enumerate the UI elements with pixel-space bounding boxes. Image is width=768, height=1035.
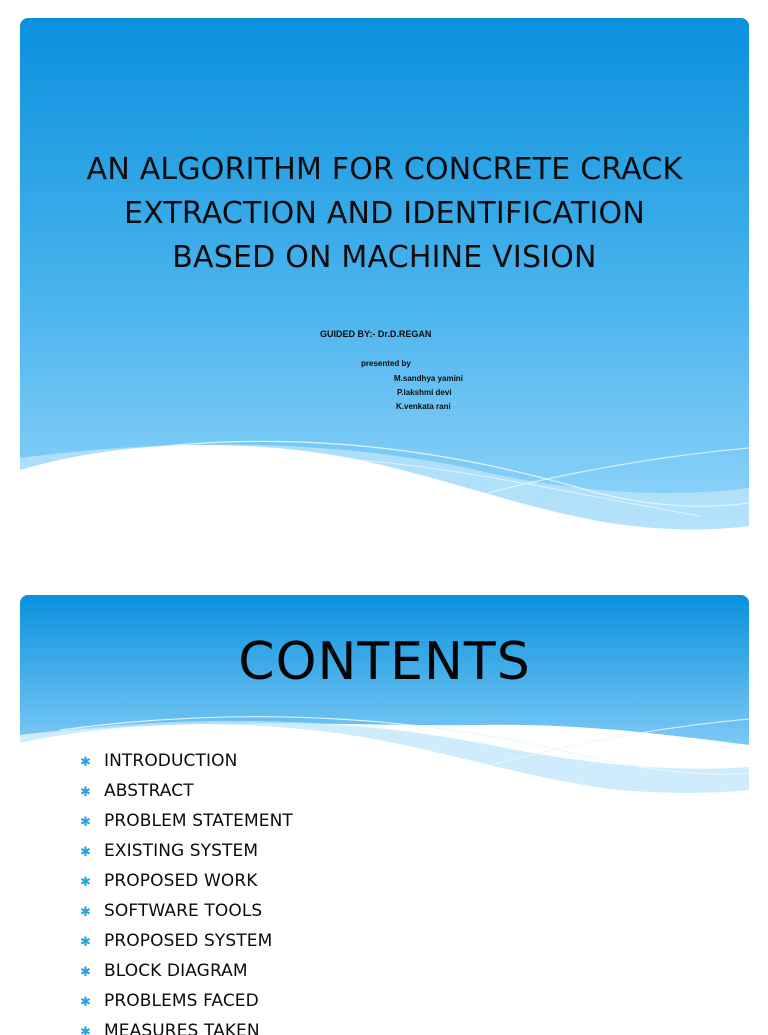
list-item-label: PROBLEMS FACED (104, 991, 259, 1011)
contents-slide: CONTENTS ✱INTRODUCTION ✱ABSTRACT ✱PROBLE… (20, 595, 749, 1035)
presenter-name: P.lakshmi devi (397, 388, 452, 397)
asterisk-bullet-icon: ✱ (80, 1025, 104, 1035)
contents-list: ✱INTRODUCTION ✱ABSTRACT ✱PROBLEM STATEME… (80, 746, 293, 1035)
list-item: ✱INTRODUCTION (80, 746, 293, 776)
list-item-label: MEASURES TAKEN (104, 1021, 260, 1035)
list-item: ✱BLOCK DIAGRAM (80, 956, 293, 986)
list-item-label: PROBLEM STATEMENT (104, 811, 293, 831)
list-item-label: INTRODUCTION (104, 751, 237, 771)
list-item: ✱PROPOSED SYSTEM (80, 926, 293, 956)
asterisk-bullet-icon: ✱ (80, 905, 104, 918)
asterisk-bullet-icon: ✱ (80, 935, 104, 948)
asterisk-bullet-icon: ✱ (80, 965, 104, 978)
list-item-label: EXISTING SYSTEM (104, 841, 258, 861)
asterisk-bullet-icon: ✱ (80, 785, 104, 798)
list-item: ✱PROPOSED WORK (80, 866, 293, 896)
list-item: ✱EXISTING SYSTEM (80, 836, 293, 866)
presented-by-label: presented by (361, 359, 411, 368)
slide-title: CONTENTS (20, 627, 749, 697)
slide-background (20, 18, 749, 548)
list-item: ✱PROBLEMS FACED (80, 986, 293, 1016)
presenter-name: M.sandhya yamini (394, 374, 463, 383)
asterisk-bullet-icon: ✱ (80, 995, 104, 1008)
list-item: ✱ABSTRACT (80, 776, 293, 806)
guided-by: GUIDED BY:- Dr.D.REGAN (320, 329, 431, 339)
asterisk-bullet-icon: ✱ (80, 815, 104, 828)
slide-title: AN ALGORITHM FOR CONCRETE CRACK EXTRACTI… (20, 148, 749, 280)
asterisk-bullet-icon: ✱ (80, 755, 104, 768)
list-item: ✱SOFTWARE TOOLS (80, 896, 293, 926)
presenter-name: K.venkata rani (396, 402, 451, 411)
list-item-label: PROPOSED SYSTEM (104, 931, 272, 951)
asterisk-bullet-icon: ✱ (80, 875, 104, 888)
list-item-label: SOFTWARE TOOLS (104, 901, 262, 921)
list-item: ✱PROBLEM STATEMENT (80, 806, 293, 836)
list-item-label: ABSTRACT (104, 781, 194, 801)
asterisk-bullet-icon: ✱ (80, 845, 104, 858)
title-slide: AN ALGORITHM FOR CONCRETE CRACK EXTRACTI… (20, 18, 749, 548)
list-item-label: BLOCK DIAGRAM (104, 961, 248, 981)
list-item: ✱MEASURES TAKEN (80, 1016, 293, 1035)
list-item-label: PROPOSED WORK (104, 871, 258, 891)
